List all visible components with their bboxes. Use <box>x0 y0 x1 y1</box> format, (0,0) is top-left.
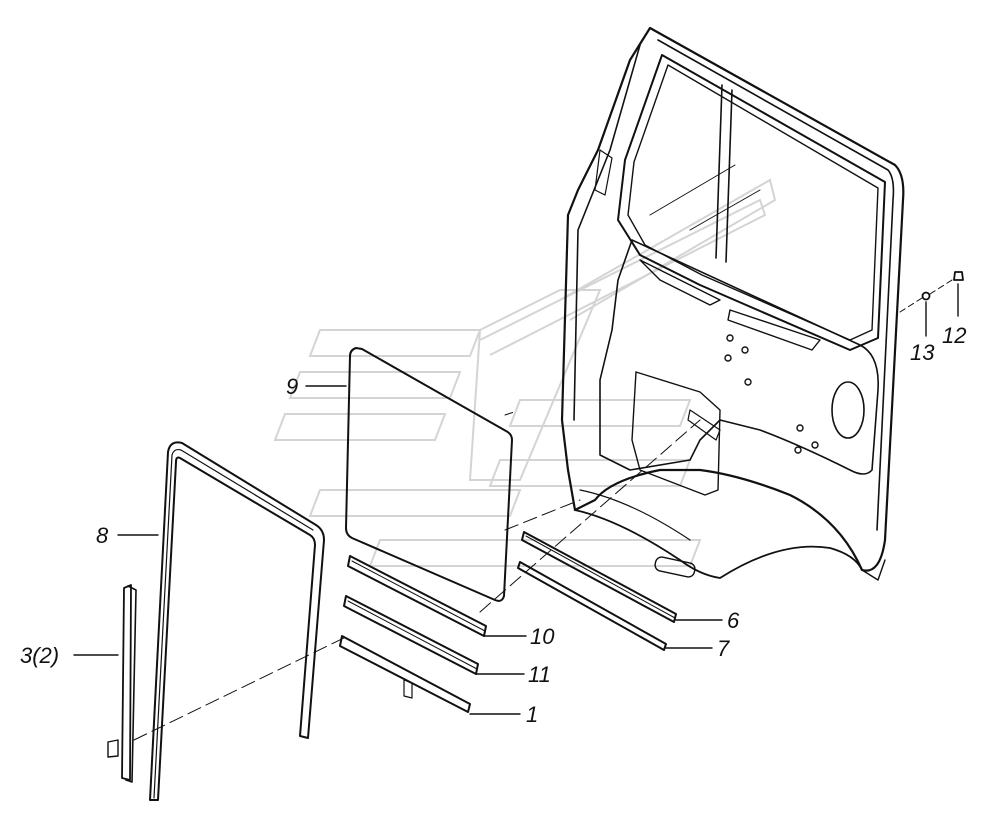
seal-strip-6 <box>521 531 677 623</box>
seal-strip-11 <box>343 595 479 675</box>
washer-13 <box>921 291 931 301</box>
label-6: 6 <box>727 608 740 633</box>
label-12: 12 <box>942 323 966 348</box>
label-7: 7 <box>717 636 730 661</box>
window-glass <box>345 347 513 602</box>
label-9: 9 <box>286 374 298 399</box>
label-11: 11 <box>528 662 551 687</box>
label-10: 10 <box>530 624 555 649</box>
seal-strip-10 <box>347 555 487 637</box>
screw-12 <box>953 271 964 281</box>
label-8: 8 <box>96 523 109 548</box>
callout-labels: 9 8 3(2) 10 11 1 6 7 13 12 <box>20 323 966 727</box>
door-panel <box>560 26 905 581</box>
leader-lines <box>73 283 959 715</box>
seal-strip-7 <box>517 561 667 651</box>
label-1: 1 <box>526 702 538 727</box>
fastener-parts <box>899 271 964 313</box>
assembly-lines <box>133 409 701 741</box>
label-3: 3(2) <box>20 643 59 668</box>
label-13: 13 <box>910 340 935 365</box>
guide-channel <box>107 584 137 783</box>
window-channel-seal <box>149 441 325 801</box>
seal-strip-1 <box>339 635 471 713</box>
